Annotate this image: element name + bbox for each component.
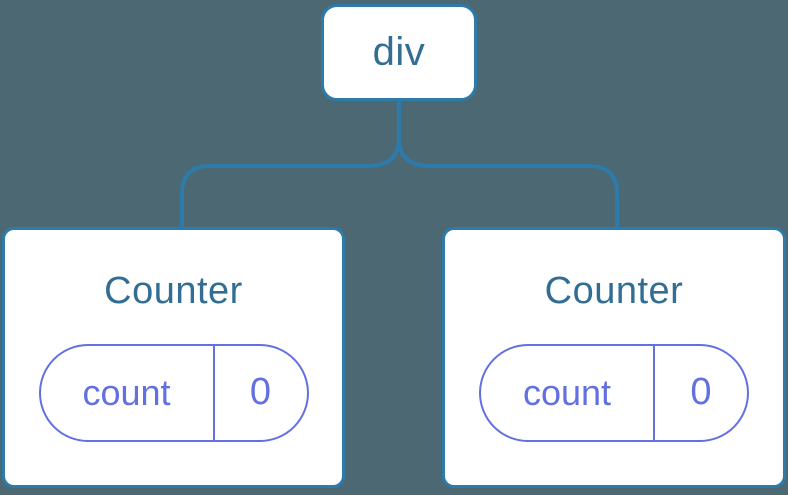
connector-left-branch (180, 101, 401, 228)
state-value: 0 (690, 371, 712, 414)
counter-card-right: Counter count 0 (442, 227, 786, 488)
counter-card-left: Counter count 0 (2, 227, 345, 488)
root-node-div: div (321, 4, 477, 101)
root-node-label: div (372, 30, 426, 74)
state-key-label: count (82, 371, 171, 413)
state-pill-divider (212, 345, 215, 440)
connector-right-branch (397, 101, 619, 228)
state-pill: count 0 (38, 343, 309, 442)
state-pill: count 0 (479, 343, 749, 442)
state-pill-divider (653, 345, 655, 440)
component-title: Counter (104, 270, 243, 312)
state-key-label: count (522, 371, 612, 413)
state-value: 0 (249, 371, 272, 414)
component-title: Counter (544, 270, 684, 312)
